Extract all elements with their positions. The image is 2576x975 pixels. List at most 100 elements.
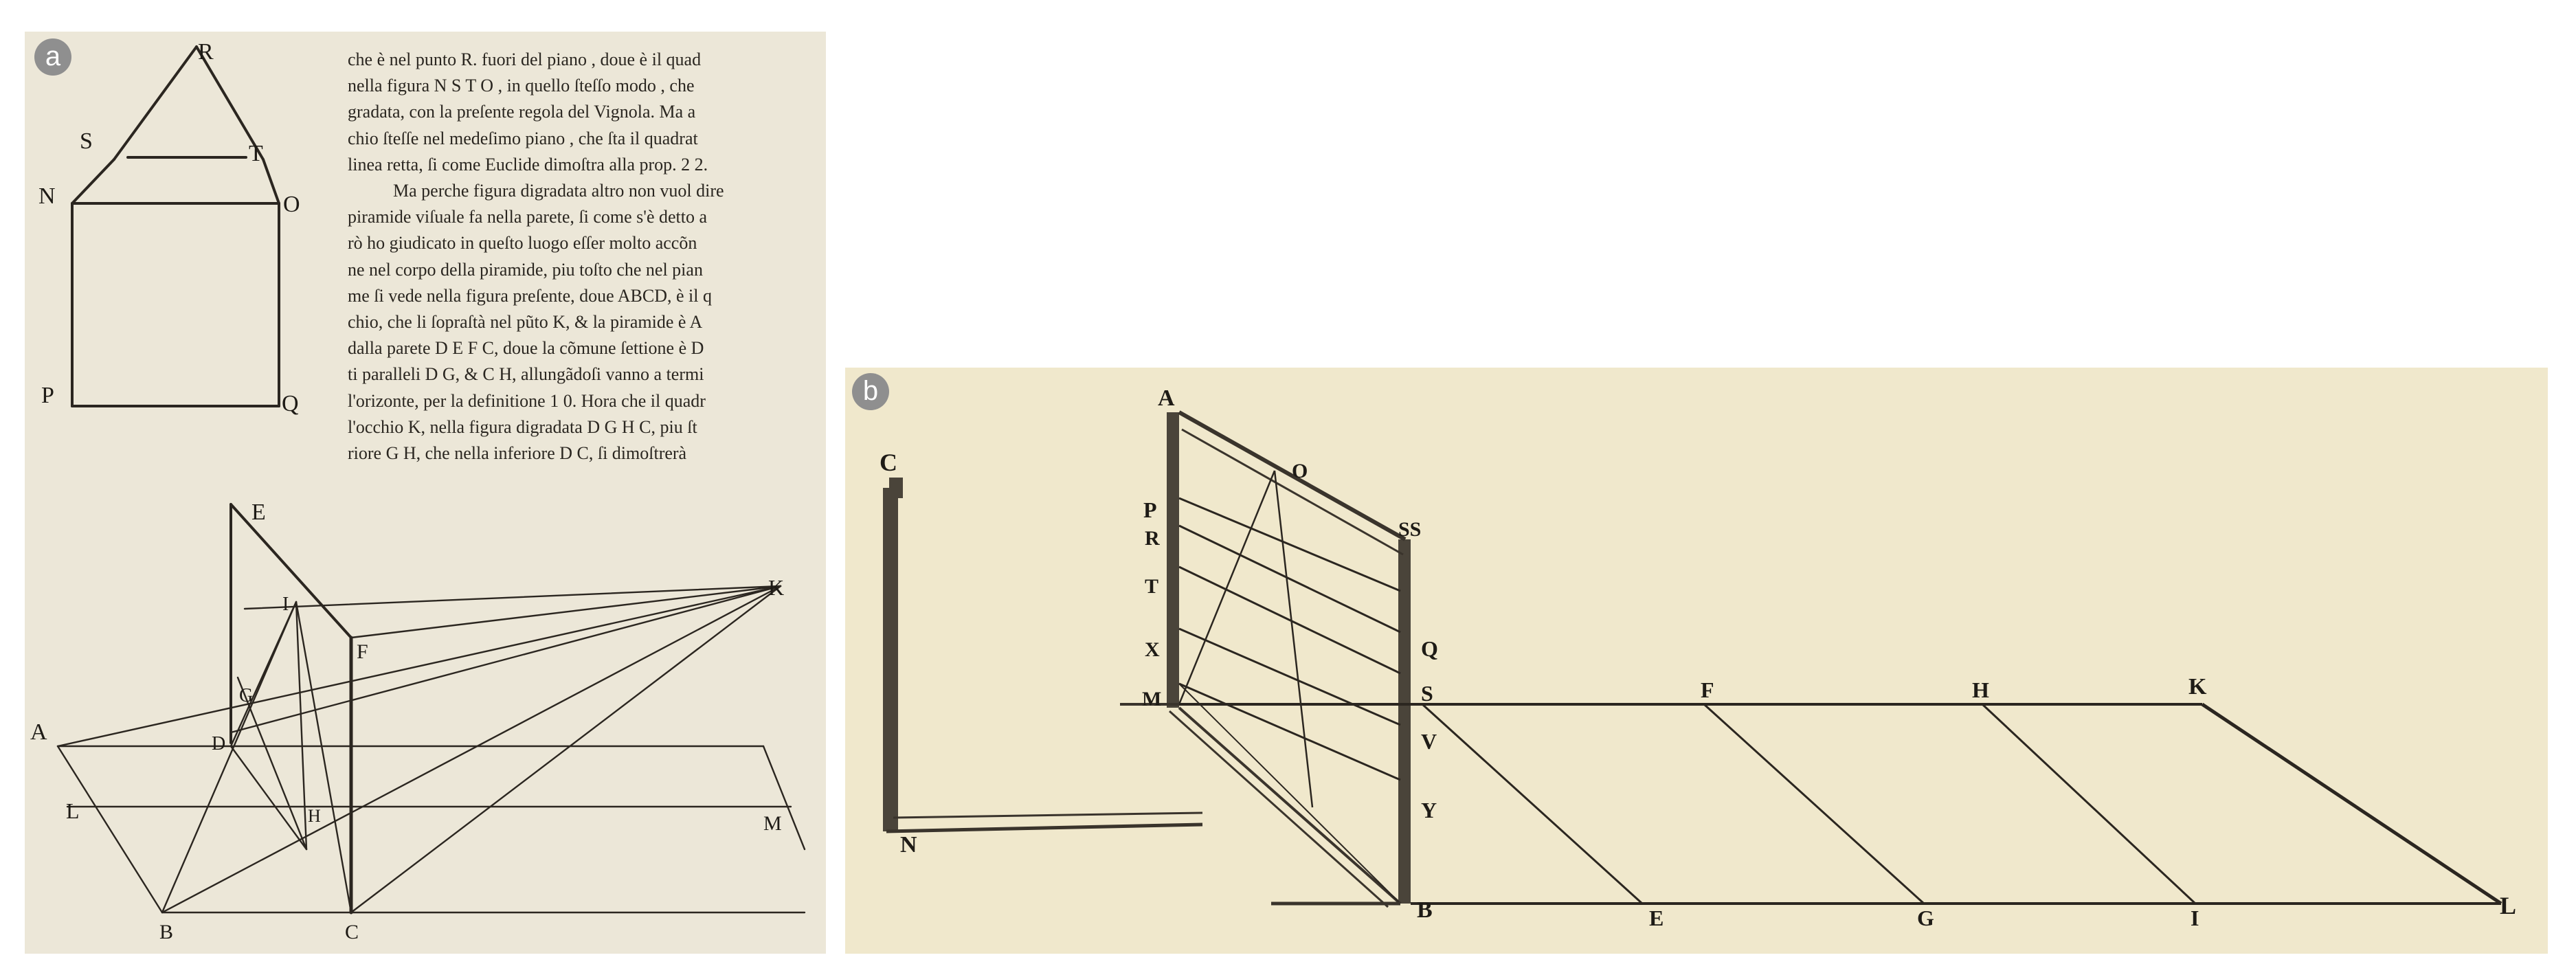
line-r-o: [195, 45, 265, 161]
treatise-text-column: che è nel punto R. fuori del piano , dou…: [348, 32, 826, 467]
line-b-k: [161, 585, 782, 914]
picture-frame: [1120, 410, 1411, 908]
label-s: S: [1421, 681, 1433, 706]
label-f: F: [357, 640, 368, 663]
sight-line-o-left: [1178, 470, 1276, 705]
line-i-c: [295, 601, 352, 914]
label-l: L: [2500, 892, 2516, 919]
label-i: I: [2191, 906, 2199, 930]
label-k: K: [768, 575, 784, 600]
label-y: Y: [1421, 798, 1437, 822]
line-i-b: [161, 601, 298, 914]
label-l: L: [66, 798, 80, 823]
text-line: ne nel corpo della piramide, piu toſto c…: [348, 259, 703, 280]
panel-b-drawing: C A O SS P R T X M Q S V Y N B F H K E G…: [880, 385, 2516, 930]
text-line: nella figura N S T O , in quello ſteſſo …: [348, 76, 695, 96]
label-x: X: [1145, 638, 1160, 661]
label-k: K: [2188, 674, 2207, 699]
text-line: ti paralleli D G, & C H, allungãdoſi van…: [348, 364, 704, 385]
line-s-n: [71, 158, 115, 205]
text-line: dalla parete D E F C, doue la cõmune ſet…: [348, 338, 704, 359]
floor-line-f-g: [1703, 703, 1925, 905]
label-e: E: [251, 500, 266, 525]
text-line: l'orizonte, per la definitione 1 0. Hora…: [348, 390, 706, 411]
panel-b-badge: b: [852, 373, 889, 410]
line-e-f: [229, 503, 352, 639]
label-o: O: [283, 192, 300, 217]
text-line: linea retta, ſi come Euclide dimoſtra al…: [348, 154, 708, 175]
string-r: [1178, 524, 1401, 634]
top-square-figure: [71, 45, 280, 407]
line-i-h: [295, 601, 308, 851]
label-c: C: [880, 449, 897, 476]
text-line: chio, che li ſopraſtà nel pũto K, & la p…: [348, 312, 703, 333]
label-s: S: [80, 128, 93, 154]
label-q: Q: [282, 391, 299, 416]
label-i: I: [282, 594, 289, 615]
label-a: A: [1158, 385, 1175, 411]
text-line: gradata, con la preſente regola del Vign…: [348, 102, 696, 122]
line-a-k: [56, 585, 782, 748]
line-g-h: [236, 676, 308, 851]
floor-line-h-i: [1981, 703, 2197, 905]
string-t: [1178, 565, 1401, 675]
line-right-edge: [762, 745, 806, 851]
frame-right-post: [1398, 539, 1411, 904]
text-line: che è nel punto R. fuori del piano , dou…: [348, 49, 702, 69]
text-line: me ſi vede nella figura preſente, doue A…: [348, 285, 712, 306]
label-r: R: [1145, 527, 1160, 550]
label-g: G: [1917, 906, 1934, 930]
line-c-k: [350, 585, 782, 914]
label-q: Q: [1421, 636, 1438, 661]
label-p: P: [1143, 497, 1157, 522]
panel-a-badge: a: [34, 38, 71, 76]
label-n: N: [38, 183, 56, 209]
label-h: H: [308, 806, 321, 826]
text-line: Ma perche figura digradata altro non vuo…: [393, 181, 724, 201]
panel-a-perspective-figure: a che è nel punto R. fuori del piano , d…: [25, 32, 826, 954]
frame-top-bar: [1178, 410, 1407, 541]
label-t: T: [1145, 575, 1158, 598]
line-t-o: [262, 158, 280, 205]
frame-top-inner: [1181, 428, 1404, 556]
label-v: V: [1421, 729, 1437, 754]
line-f-k: [350, 585, 782, 639]
text-line: chio ſteſſe nel medeſimo piano , che ſta…: [348, 128, 698, 148]
label-e: E: [1649, 906, 1664, 930]
line-d-k: [229, 585, 782, 734]
floor-grid: [1179, 702, 2502, 906]
string-x: [1178, 627, 1401, 726]
label-r: R: [198, 39, 214, 65]
diagonal-m-b: [1178, 683, 1401, 904]
frame-base-diagonal: [1178, 706, 1402, 905]
label-m: M: [1142, 688, 1161, 710]
floor-rail-n-inner: [893, 811, 1203, 819]
wall-c-cap: [889, 478, 903, 498]
sight-line-o-down: [1273, 470, 1314, 808]
text-line: riore G H, che nella inferiore D C, ſi d…: [348, 443, 687, 464]
floor-edge-k-l: [2201, 702, 2502, 906]
label-d: D: [212, 733, 225, 754]
label-b: B: [159, 921, 173, 943]
line-a-b: [56, 745, 164, 914]
label-f: F: [1701, 677, 1714, 702]
label-a: A: [30, 719, 47, 745]
text-line: piramide viſuale fa nella parete, ſi com…: [348, 207, 708, 227]
panel-b-perspective-apparatus: b: [845, 368, 2548, 954]
floor-rail-n: [886, 822, 1203, 833]
label-ss: SS: [1398, 518, 1421, 541]
bottom-pyramid-figure: [56, 503, 806, 915]
panel-a-drawing: R S T N O P Q E K I F G A D L H M B C: [30, 39, 806, 943]
frame-left-post: [1167, 412, 1179, 708]
string-p: [1178, 497, 1401, 592]
label-m: M: [763, 812, 782, 835]
wall-c-post: [883, 488, 898, 831]
label-o: O: [1292, 460, 1308, 482]
line-r-n: [113, 45, 198, 161]
label-c: C: [345, 921, 359, 943]
label-t: T: [249, 141, 263, 166]
label-g: G: [239, 685, 253, 706]
floor-line-s-e: [1421, 703, 1644, 905]
line-upper-to-k: [243, 585, 782, 610]
frame-base-diagonal-outer: [1168, 710, 1389, 908]
